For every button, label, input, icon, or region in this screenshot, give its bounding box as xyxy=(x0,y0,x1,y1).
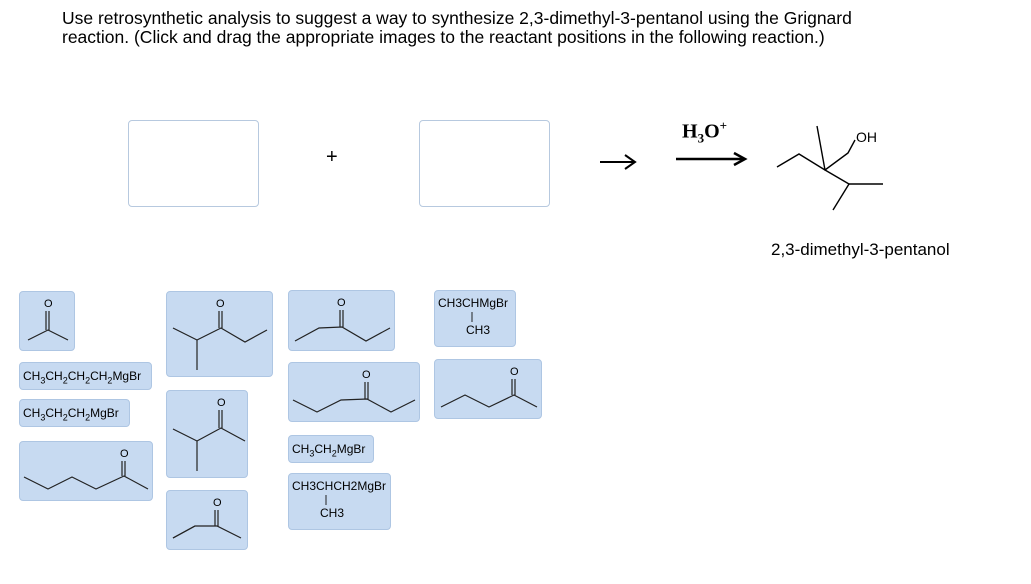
3-pentanone-structure: O xyxy=(294,297,391,342)
tile-oxygen-label: O xyxy=(362,369,371,381)
tile-isobutyl-grignard[interactable]: CH3CHCH2MgBr CH3 xyxy=(288,473,391,530)
ethyl-grignard-formula: CH3CH2MgBr xyxy=(292,442,365,458)
tile-methyl-isopropyl-ketone[interactable]: O xyxy=(166,390,248,478)
tile-butyl-grignard[interactable]: CH3CH2CH2CH2MgBr xyxy=(19,362,152,390)
sec-butyl-methyl-label: CH3 xyxy=(466,323,491,337)
formula-part: CH xyxy=(314,442,332,456)
reagent-arrow-icon xyxy=(676,151,748,167)
formula-part: CH xyxy=(23,369,41,383)
tile-acetone[interactable]: O xyxy=(19,291,75,351)
formula-part: MgBr xyxy=(112,369,142,383)
tile-propyl-grignard[interactable]: CH3CH2CH2MgBr xyxy=(19,399,130,427)
formula-part: CH xyxy=(45,369,63,383)
formula-part: 2 xyxy=(331,448,337,459)
sec-butyl-grignard-formula: CH3CHMgBr xyxy=(438,296,509,310)
plus-sign: + xyxy=(326,146,338,168)
product-oh-label: OH xyxy=(856,129,877,145)
isobutyl-bond-line xyxy=(325,495,327,505)
question-text: Use retrosynthetic analysis to suggest a… xyxy=(62,9,1002,47)
formula-part: CH xyxy=(292,442,310,456)
formula-part: 3 xyxy=(40,412,46,423)
question-line-1: Use retrosynthetic analysis to suggest a… xyxy=(62,8,852,28)
product-structure: OH xyxy=(776,125,883,211)
3-hexanone-structure: O xyxy=(292,369,416,413)
acetone-structure: O xyxy=(27,298,69,341)
tile-3-hexanone[interactable]: O xyxy=(288,362,420,422)
formula-part: CH xyxy=(23,406,41,420)
formula-part: CH xyxy=(67,369,86,383)
reaction-arrow-icon xyxy=(600,154,637,170)
formula-part: 2 xyxy=(85,412,91,423)
reagent-h: H xyxy=(682,120,698,143)
formula-part: 2 xyxy=(107,375,113,386)
tile-oxygen-label: O xyxy=(337,297,346,309)
tile-2-pentanone[interactable]: O xyxy=(434,359,542,419)
tile-methyl-isopropyl-ketone-ext[interactable]: O xyxy=(166,291,273,377)
product-name: 2,3-dimethyl-3-pentanol xyxy=(771,240,950,259)
reactant-drop-zone-1[interactable] xyxy=(128,120,259,207)
tile-oxygen-label: O xyxy=(217,397,226,409)
reactant-drop-zone-2[interactable] xyxy=(419,120,550,207)
tile-sec-butyl-grignard[interactable]: CH3CHMgBr CH3 xyxy=(434,290,516,347)
formula-part: 2 xyxy=(85,375,91,386)
formula-part: MgBr xyxy=(90,406,119,420)
formula-part: MgBr xyxy=(336,442,366,456)
question-line-2: reaction. (Click and drag the appropriat… xyxy=(62,27,825,47)
reagent-o: O xyxy=(704,120,720,143)
tile-oxygen-label: O xyxy=(213,497,222,509)
sec-butyl-bond-line xyxy=(471,312,473,322)
tile-oxygen-label: O xyxy=(120,448,129,460)
formula-part: 2 xyxy=(62,375,68,386)
tile-2-butanone[interactable]: O xyxy=(166,490,248,550)
2-hexanone-structure: O xyxy=(23,448,149,490)
ketone-structure-2: O xyxy=(172,397,246,471)
reagent-charge: + xyxy=(719,118,728,133)
formula-part: CH xyxy=(90,369,108,383)
2-butanone-structure: O xyxy=(172,497,242,539)
formula-part: 3 xyxy=(309,448,315,459)
formula-part: CH xyxy=(45,406,63,420)
tile-ethyl-grignard[interactable]: CH3CH2MgBr xyxy=(288,435,374,463)
tile-3-pentanone[interactable]: O xyxy=(288,290,395,351)
formula-part: CH xyxy=(67,406,86,420)
tile-2-hexanone[interactable]: O xyxy=(19,441,153,501)
tile-oxygen-label: O xyxy=(216,298,225,310)
propyl-grignard-formula: CH3CH2CH2MgBr xyxy=(23,406,119,422)
ketone-structure-1: O xyxy=(172,298,268,370)
tile-oxygen-label: O xyxy=(510,366,519,378)
reagent-label: H3O+ xyxy=(682,118,727,147)
formula-part: 3 xyxy=(40,375,46,386)
isobutyl-methyl-label: CH3 xyxy=(320,506,345,520)
formula-part: 2 xyxy=(62,412,68,423)
2-pentanone-structure: O xyxy=(440,366,538,408)
butyl-grignard-formula: CH3CH2CH2CH2MgBr xyxy=(23,369,141,385)
isobutyl-grignard-formula: CH3CHCH2MgBr xyxy=(292,479,387,493)
reagent-sub: 3 xyxy=(697,130,705,146)
tile-oxygen-label: O xyxy=(44,298,53,310)
